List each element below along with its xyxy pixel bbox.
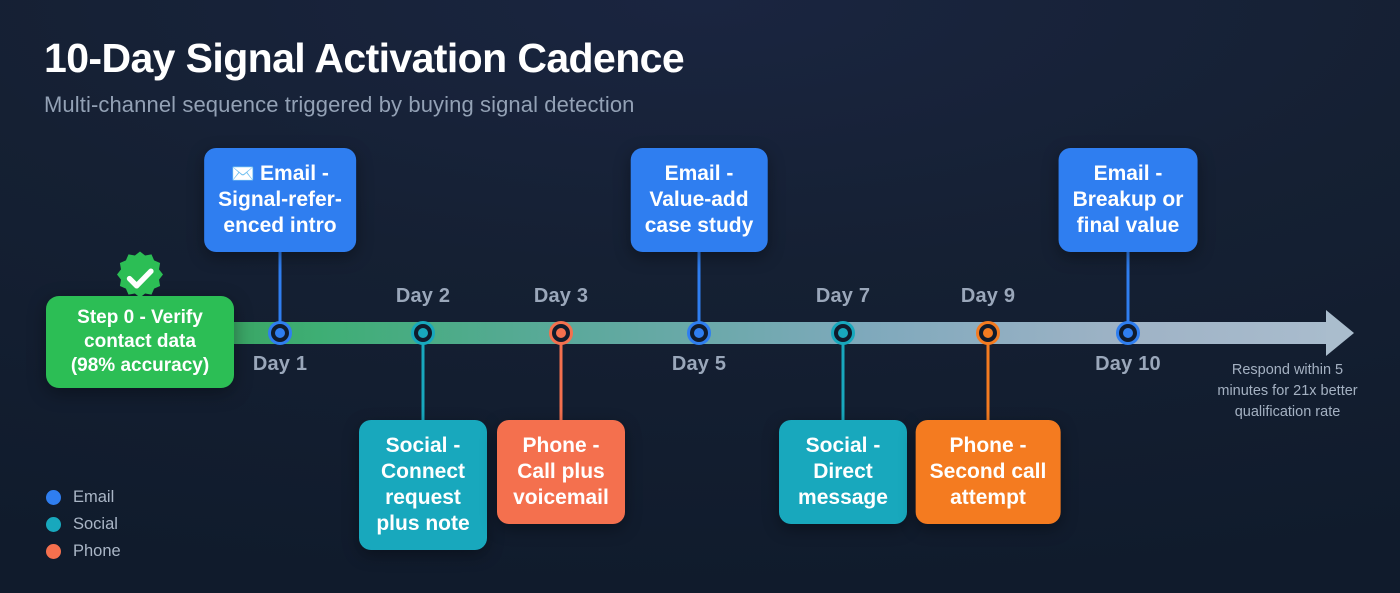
- timeline-axis-bar: [230, 322, 1330, 344]
- verified-check-badge-icon: [112, 250, 168, 306]
- legend-color-dot: [46, 517, 61, 532]
- event-card-day-9[interactable]: Phone - Second call attempt: [915, 420, 1061, 525]
- timeline-marker-day-5[interactable]: [687, 321, 711, 345]
- timeline-marker-day-9[interactable]: [976, 321, 1000, 345]
- legend-item-email[interactable]: Email: [46, 484, 121, 511]
- event-card-text: Email - Breakup or final value: [1072, 162, 1184, 238]
- page-title: 10-Day Signal Activation Cadence: [44, 35, 685, 81]
- envelope-icon: ✉️: [231, 164, 261, 185]
- legend-item-phone[interactable]: Phone: [46, 538, 121, 565]
- event-card-text: Social - Connect request plus note: [376, 434, 470, 536]
- event-connector: [278, 205, 282, 333]
- event-card-day-3[interactable]: Phone - Call plus voicemail: [497, 420, 625, 525]
- event-card-day-2[interactable]: Social - Connect request plus note: [359, 420, 487, 551]
- event-connector: [986, 333, 990, 470]
- day-label: Day 2: [395, 285, 451, 307]
- event-card-day-7[interactable]: Social - Direct message: [779, 420, 907, 525]
- event-connector: [841, 333, 845, 470]
- event-card-text: ✉️ Email - Signal-refer- enced intro: [218, 162, 342, 238]
- header: 10-Day Signal Activation Cadence Multi-c…: [44, 35, 685, 118]
- step-zero-badge: Step 0 - Verify contact data (98% accura…: [46, 296, 234, 388]
- event-connector: [697, 205, 701, 333]
- event-card-text: Email - Value-add case study: [644, 162, 754, 238]
- legend-item-social[interactable]: Social: [46, 511, 121, 538]
- legend-label: Email: [73, 488, 115, 506]
- event-card-text: Social - Direct message: [798, 434, 888, 510]
- event-card-text: Phone - Second call attempt: [929, 434, 1047, 510]
- event-card-day-1[interactable]: ✉️ Email - Signal-refer- enced intro: [204, 148, 356, 253]
- event-card-day-5[interactable]: Email - Value-add case study: [630, 148, 768, 253]
- day-label: Day 1: [252, 353, 308, 375]
- event-connector: [421, 333, 425, 470]
- legend-color-dot: [46, 490, 61, 505]
- arrow-right-icon: [1326, 310, 1354, 356]
- legend-label: Phone: [73, 542, 121, 560]
- timeline-marker-day-2[interactable]: [411, 321, 435, 345]
- day-label: Day 7: [815, 285, 871, 307]
- day-label: Day 5: [671, 353, 727, 375]
- legend-label: Social: [73, 515, 118, 533]
- event-card-text: Phone - Call plus voicemail: [513, 434, 609, 510]
- day-label: Day 9: [960, 285, 1016, 307]
- step-zero-text: Step 0 - Verify contact data (98% accura…: [70, 307, 210, 376]
- day-label: Day 3: [533, 285, 589, 307]
- event-connector: [1126, 205, 1130, 333]
- day-label: Day 10: [1095, 353, 1161, 375]
- response-time-annotation: Respond within 5 minutes for 21x better …: [1217, 362, 1358, 421]
- event-connector: [559, 333, 563, 470]
- timeline-marker-day-1[interactable]: [268, 321, 292, 345]
- timeline-marker-day-10[interactable]: [1116, 321, 1140, 345]
- event-card-day-10[interactable]: Email - Breakup or final value: [1058, 148, 1198, 253]
- timeline-marker-day-3[interactable]: [549, 321, 573, 345]
- page-subtitle: Multi-channel sequence triggered by buyi…: [44, 91, 635, 117]
- legend-color-dot: [46, 544, 61, 559]
- timeline-marker-day-7[interactable]: [831, 321, 855, 345]
